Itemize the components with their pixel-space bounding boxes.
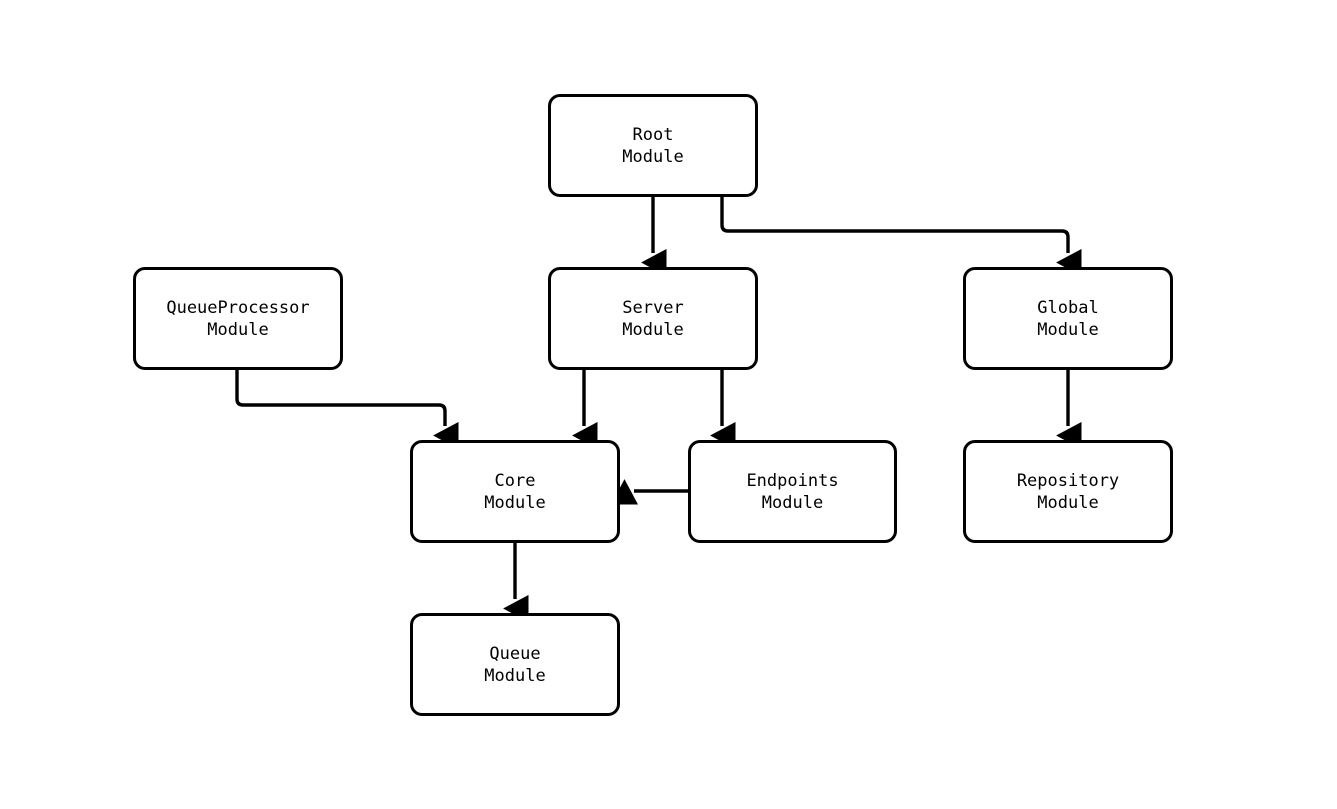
node-global-module[interactable]: Global Module [963,267,1173,370]
edge-queueprocessor-core [235,370,459,450]
node-queue-module-line2: Module [484,665,546,686]
node-repository-module-line2: Module [1037,492,1099,513]
node-endpoints-module-line1: Endpoints [746,470,839,491]
node-queue-module-line1: Queue [489,643,541,664]
edge-paths [235,197,1082,623]
node-queueprocessor-module[interactable]: QueueProcessor Module [133,267,343,370]
edge-root-global [720,197,1082,277]
node-endpoints-module-line2: Module [761,492,824,513]
node-root-module-line2: Module [622,146,684,167]
node-core-module-line2: Module [484,492,546,513]
node-global-module-line2: Module [1037,319,1099,340]
node-queueprocessor-module-line2: Module [207,319,269,340]
node-root-module-line1: Root [632,124,674,145]
node-repository-module-line1: Repository [1016,470,1120,491]
node-endpoints-module[interactable]: Endpoints Module [688,440,897,543]
node-root-module[interactable]: Root Module [548,94,758,197]
node-queue-module[interactable]: Queue Module [410,613,620,716]
node-global-module-line1: Global [1037,297,1099,318]
node-server-module-line2: Module [622,319,684,340]
node-core-module[interactable]: Core Module [410,440,620,543]
node-repository-module[interactable]: Repository Module [963,440,1173,543]
node-server-module-line1: Server [622,297,684,318]
node-queueprocessor-module-line1: QueueProcessor [166,297,310,318]
node-server-module[interactable]: Server Module [548,267,758,370]
node-core-module-line1: Core [494,470,536,491]
